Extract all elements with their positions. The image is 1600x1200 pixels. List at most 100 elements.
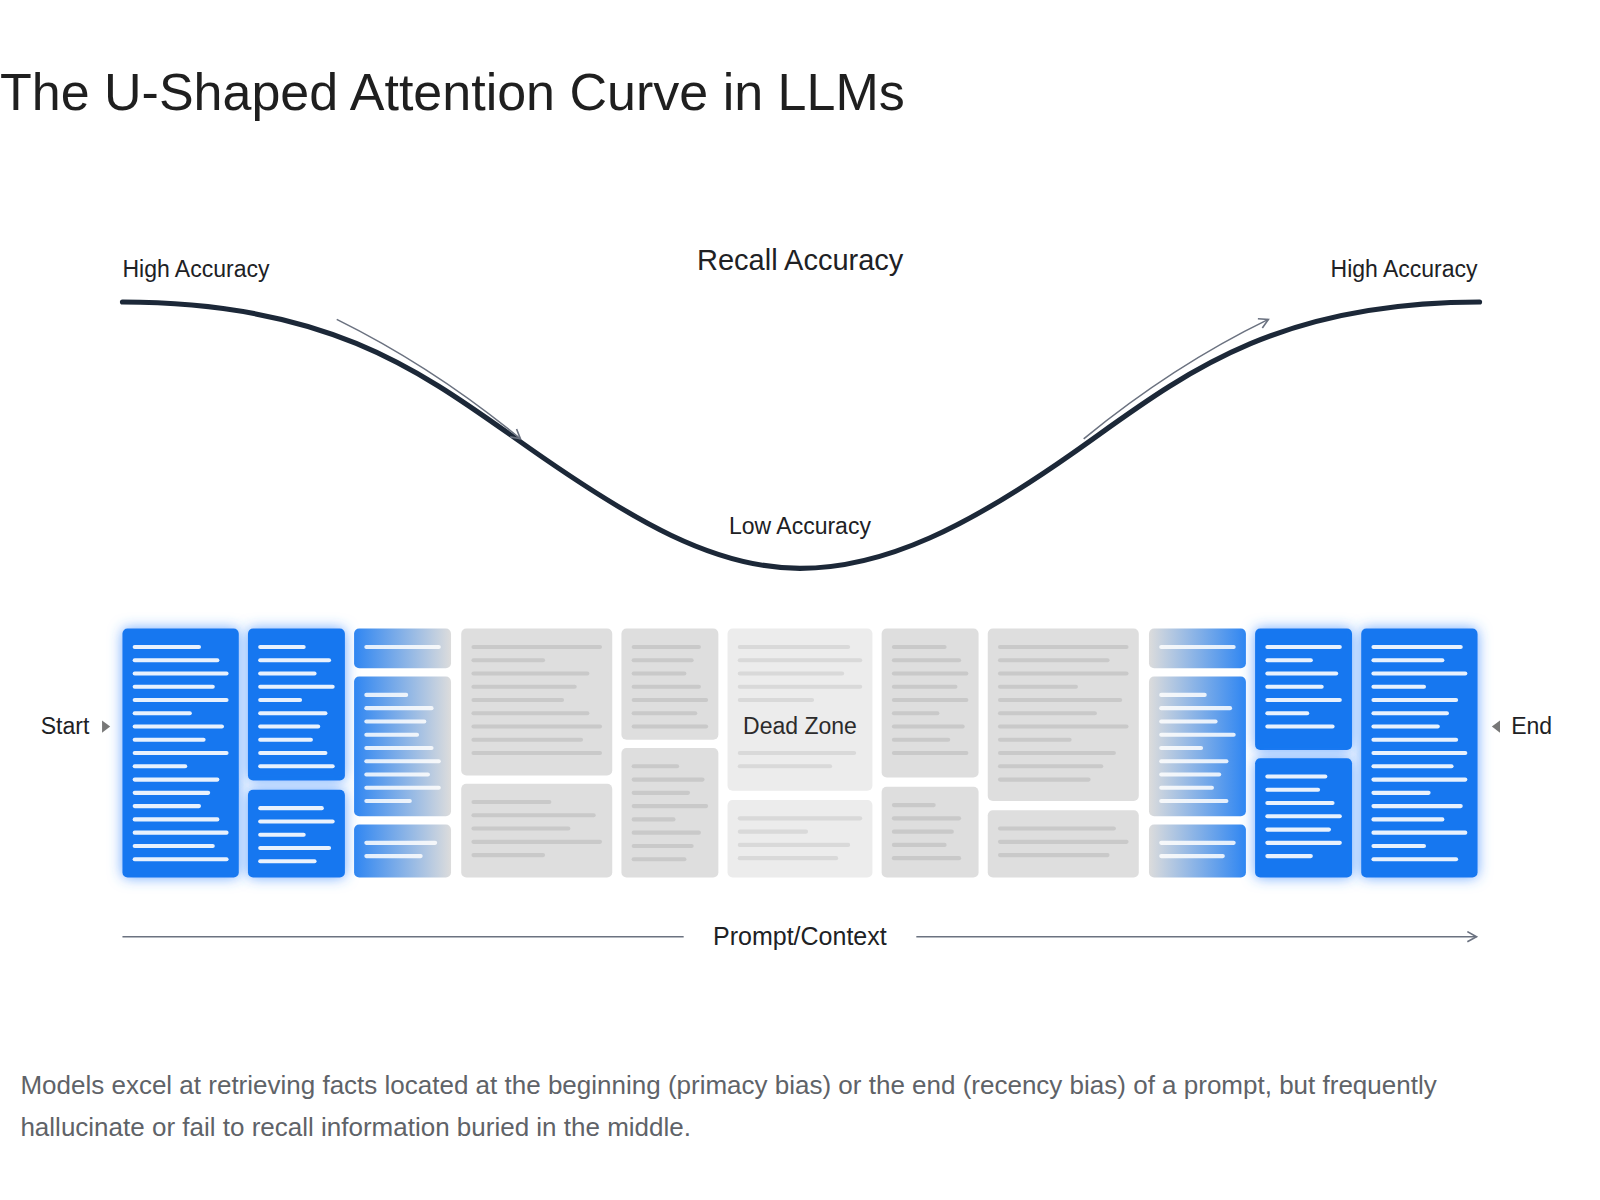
text-line	[634, 804, 706, 808]
text-line	[634, 685, 699, 689]
text-line	[1161, 733, 1233, 737]
text-line	[1267, 685, 1321, 689]
context-block	[461, 784, 612, 878]
text-line	[135, 645, 199, 649]
text-line	[740, 830, 806, 834]
text-line	[1267, 671, 1336, 675]
text-line	[260, 738, 311, 742]
text-line	[894, 724, 963, 728]
trend-arrow	[337, 319, 521, 438]
text-line	[894, 738, 948, 742]
context-block	[1149, 677, 1246, 817]
text-line	[260, 751, 325, 755]
text-line	[1373, 764, 1451, 768]
text-line	[473, 685, 574, 689]
text-line	[634, 831, 699, 835]
text-line	[260, 645, 303, 649]
text-line	[1000, 751, 1114, 755]
text-line	[260, 724, 318, 728]
diagram-caption: Models excel at retrieving facts located…	[20, 1064, 1550, 1148]
context-block	[248, 629, 345, 781]
context-block	[1255, 758, 1352, 877]
text-line	[135, 817, 218, 821]
trend-arrow	[1084, 319, 1269, 438]
text-line	[1267, 774, 1325, 778]
text-line	[1161, 746, 1201, 750]
text-line	[135, 857, 227, 861]
text-line	[1000, 645, 1127, 649]
text-line	[1161, 693, 1204, 697]
text-line	[1000, 840, 1127, 844]
text-line	[135, 698, 227, 702]
text-line	[1373, 751, 1465, 755]
text-line	[894, 843, 945, 847]
text-line	[894, 856, 959, 860]
attention-curve	[122, 302, 1479, 568]
text-line	[135, 711, 190, 715]
text-line	[1373, 817, 1442, 821]
text-line	[260, 846, 329, 850]
text-line	[366, 854, 420, 858]
text-line	[135, 738, 204, 742]
text-line	[135, 778, 218, 782]
text-line	[740, 685, 860, 689]
context-block	[621, 748, 718, 878]
text-line	[135, 671, 227, 675]
context-block	[1149, 629, 1246, 669]
text-line	[135, 764, 186, 768]
context-block	[882, 629, 979, 778]
axis-line	[916, 936, 1476, 938]
text-line	[1161, 706, 1230, 710]
text-line	[1267, 698, 1339, 702]
diagram-title: The U-Shaped Attention Curve in LLMs	[0, 62, 905, 122]
text-line	[366, 759, 438, 763]
text-line	[1161, 759, 1226, 763]
text-line	[634, 711, 696, 715]
text-line	[473, 800, 549, 804]
text-line	[894, 830, 952, 834]
context-block	[461, 629, 612, 776]
text-line	[366, 693, 406, 697]
text-line	[260, 859, 314, 863]
text-line	[135, 831, 227, 835]
context-block	[354, 677, 451, 817]
text-line	[894, 645, 945, 649]
text-line	[1267, 841, 1339, 845]
text-line	[1373, 738, 1456, 742]
start-marker	[102, 720, 110, 732]
text-line	[1267, 828, 1329, 832]
text-line	[740, 751, 854, 755]
text-line	[1373, 778, 1465, 782]
text-line	[1161, 719, 1215, 723]
text-line	[473, 738, 581, 742]
text-line	[1373, 685, 1424, 689]
text-line	[634, 671, 685, 675]
text-line	[1161, 841, 1233, 845]
text-line	[366, 786, 438, 790]
text-line	[894, 816, 959, 820]
text-line	[1000, 827, 1114, 831]
text-line	[260, 833, 303, 837]
text-line	[473, 751, 600, 755]
text-line	[135, 804, 199, 808]
text-line	[1000, 738, 1070, 742]
context-block	[882, 787, 979, 878]
context-block	[1149, 824, 1246, 877]
text-line	[1267, 645, 1339, 649]
end-marker	[1492, 720, 1500, 732]
context-blocks	[122, 629, 1477, 878]
text-line	[473, 840, 600, 844]
text-line	[473, 698, 562, 702]
text-line	[634, 857, 685, 861]
text-line	[1161, 772, 1219, 776]
text-line	[260, 764, 332, 768]
text-line	[1267, 658, 1310, 662]
text-line	[366, 733, 417, 737]
text-line	[1000, 698, 1120, 702]
text-line	[473, 813, 593, 817]
text-line	[1000, 658, 1108, 662]
text-line	[1373, 711, 1446, 715]
text-line	[260, 685, 332, 689]
